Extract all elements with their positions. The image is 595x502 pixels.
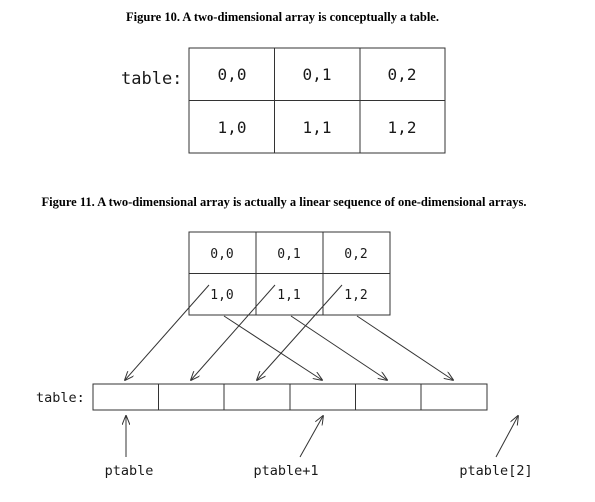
fig11-cell-1-2: 1,2 bbox=[344, 288, 367, 303]
fig10-cell-0-2: 0,2 bbox=[388, 65, 417, 84]
fig11-arrow-1-1 bbox=[290, 315, 387, 380]
figure-10-caption: Figure 10. A two-dimensional array is co… bbox=[126, 10, 439, 24]
fig10-cell-0-1: 0,1 bbox=[303, 65, 332, 84]
fig11-pointer-arrow-1 bbox=[299, 416, 323, 458]
fig11-cell-0-2: 0,2 bbox=[344, 247, 367, 262]
fig11-arrow-0-1 bbox=[191, 284, 276, 380]
fig11-arrow-1-0 bbox=[223, 315, 322, 380]
fig10-cell-1-0: 1,0 bbox=[218, 118, 247, 137]
fig10-table-label: table: bbox=[121, 69, 182, 89]
fig11-pointer-label-ptable-plus-1: ptable+1 bbox=[253, 463, 318, 479]
fig11-arrow-0-2 bbox=[257, 284, 343, 380]
fig11-table-label: table: bbox=[36, 390, 85, 406]
fig10-cell-1-1: 1,1 bbox=[303, 118, 332, 137]
fig11-pointer-label-ptable: ptable bbox=[105, 463, 154, 479]
fig10-cell-1-2: 1,2 bbox=[388, 118, 417, 137]
fig11-cell-1-1: 1,1 bbox=[277, 288, 300, 303]
fig11-arrow-1-2 bbox=[356, 315, 453, 380]
fig11-pointer-label-ptable-2: ptable[2] bbox=[459, 463, 532, 479]
fig11-pointer-arrow-2 bbox=[495, 416, 518, 458]
fig10-cell-0-0: 0,0 bbox=[218, 65, 247, 84]
fig11-cell-0-0: 0,0 bbox=[210, 247, 233, 262]
fig11-arrow-0-0 bbox=[125, 284, 210, 380]
figure-11-caption: Figure 11. A two-dimensional array is ac… bbox=[41, 195, 527, 209]
fig11-cell-0-1: 0,1 bbox=[277, 247, 300, 262]
fig11-cell-1-0: 1,0 bbox=[210, 288, 233, 303]
